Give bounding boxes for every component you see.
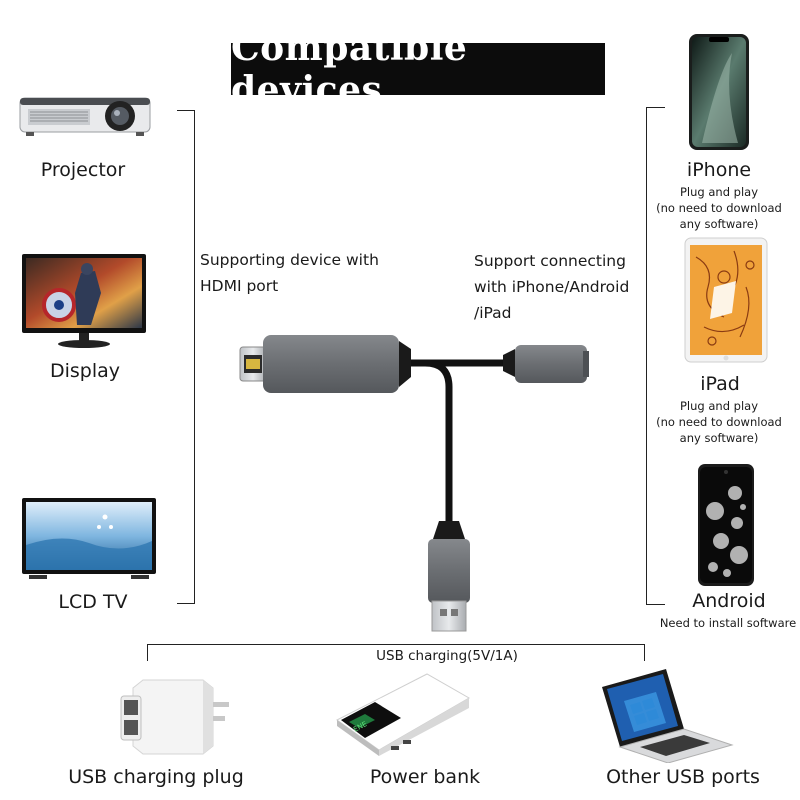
projector-icon xyxy=(18,92,152,138)
android-note-line: Need to install software xyxy=(659,616,797,630)
device-label-display: Display xyxy=(49,360,121,382)
hdmi-adapter-cable xyxy=(235,325,595,635)
device-label-iphone: iPhone xyxy=(686,159,752,181)
phone-text-line: with iPhone/Android xyxy=(474,278,630,296)
android-phone-icon xyxy=(697,463,755,587)
left-bracket xyxy=(177,110,195,604)
source-label-usb-charging-plug: USB charging plug xyxy=(68,766,244,788)
phone-text-line: Support connecting xyxy=(474,252,626,270)
device-label-android: Android xyxy=(692,590,766,612)
hdmi-text-line: HDMI port xyxy=(200,277,279,295)
usb-charging-bracket xyxy=(147,644,645,661)
usb-charging-label: USB charging(5V/1A) xyxy=(357,648,537,664)
usb-charger-icon xyxy=(117,676,233,758)
iphone-note-line: (no need to download xyxy=(656,201,782,215)
iphone-note: Plug and play (no need to download any s… xyxy=(652,184,786,232)
android-note: Need to install software xyxy=(656,615,800,631)
ipad-note-line: (no need to download xyxy=(656,415,782,429)
device-label-ipad: iPad xyxy=(700,373,740,395)
tv-icon xyxy=(21,497,157,581)
page-title: Compatible devices xyxy=(231,27,468,111)
iphone-note-line: any software) xyxy=(679,217,759,231)
phone-text-line: /iPad xyxy=(474,304,512,322)
device-label-projector: Projector xyxy=(40,159,126,181)
ipad-note-line: Plug and play xyxy=(679,399,758,413)
source-label-other-usb-ports: Other USB ports xyxy=(606,766,760,788)
device-label-lcd-tv: LCD TV xyxy=(58,591,128,613)
title-banner: Compatible devices xyxy=(231,27,605,111)
power-bank-icon: ENE xyxy=(335,668,471,756)
hdmi-support-text: Supporting device with HDMI port xyxy=(200,247,410,299)
monitor-icon xyxy=(21,253,147,349)
laptop-icon xyxy=(600,665,734,763)
source-label-power-bank: Power bank xyxy=(369,766,481,788)
phone-support-text: Support connecting with iPhone/Android /… xyxy=(474,248,649,326)
ipad-note-line: any software) xyxy=(679,431,759,445)
right-bracket xyxy=(646,107,665,605)
iphone-note-line: Plug and play xyxy=(679,185,758,199)
ipad-icon xyxy=(684,237,768,363)
hdmi-text-line: Supporting device with xyxy=(200,251,379,269)
iphone-icon xyxy=(688,33,750,151)
ipad-note: Plug and play (no need to download any s… xyxy=(652,398,786,446)
